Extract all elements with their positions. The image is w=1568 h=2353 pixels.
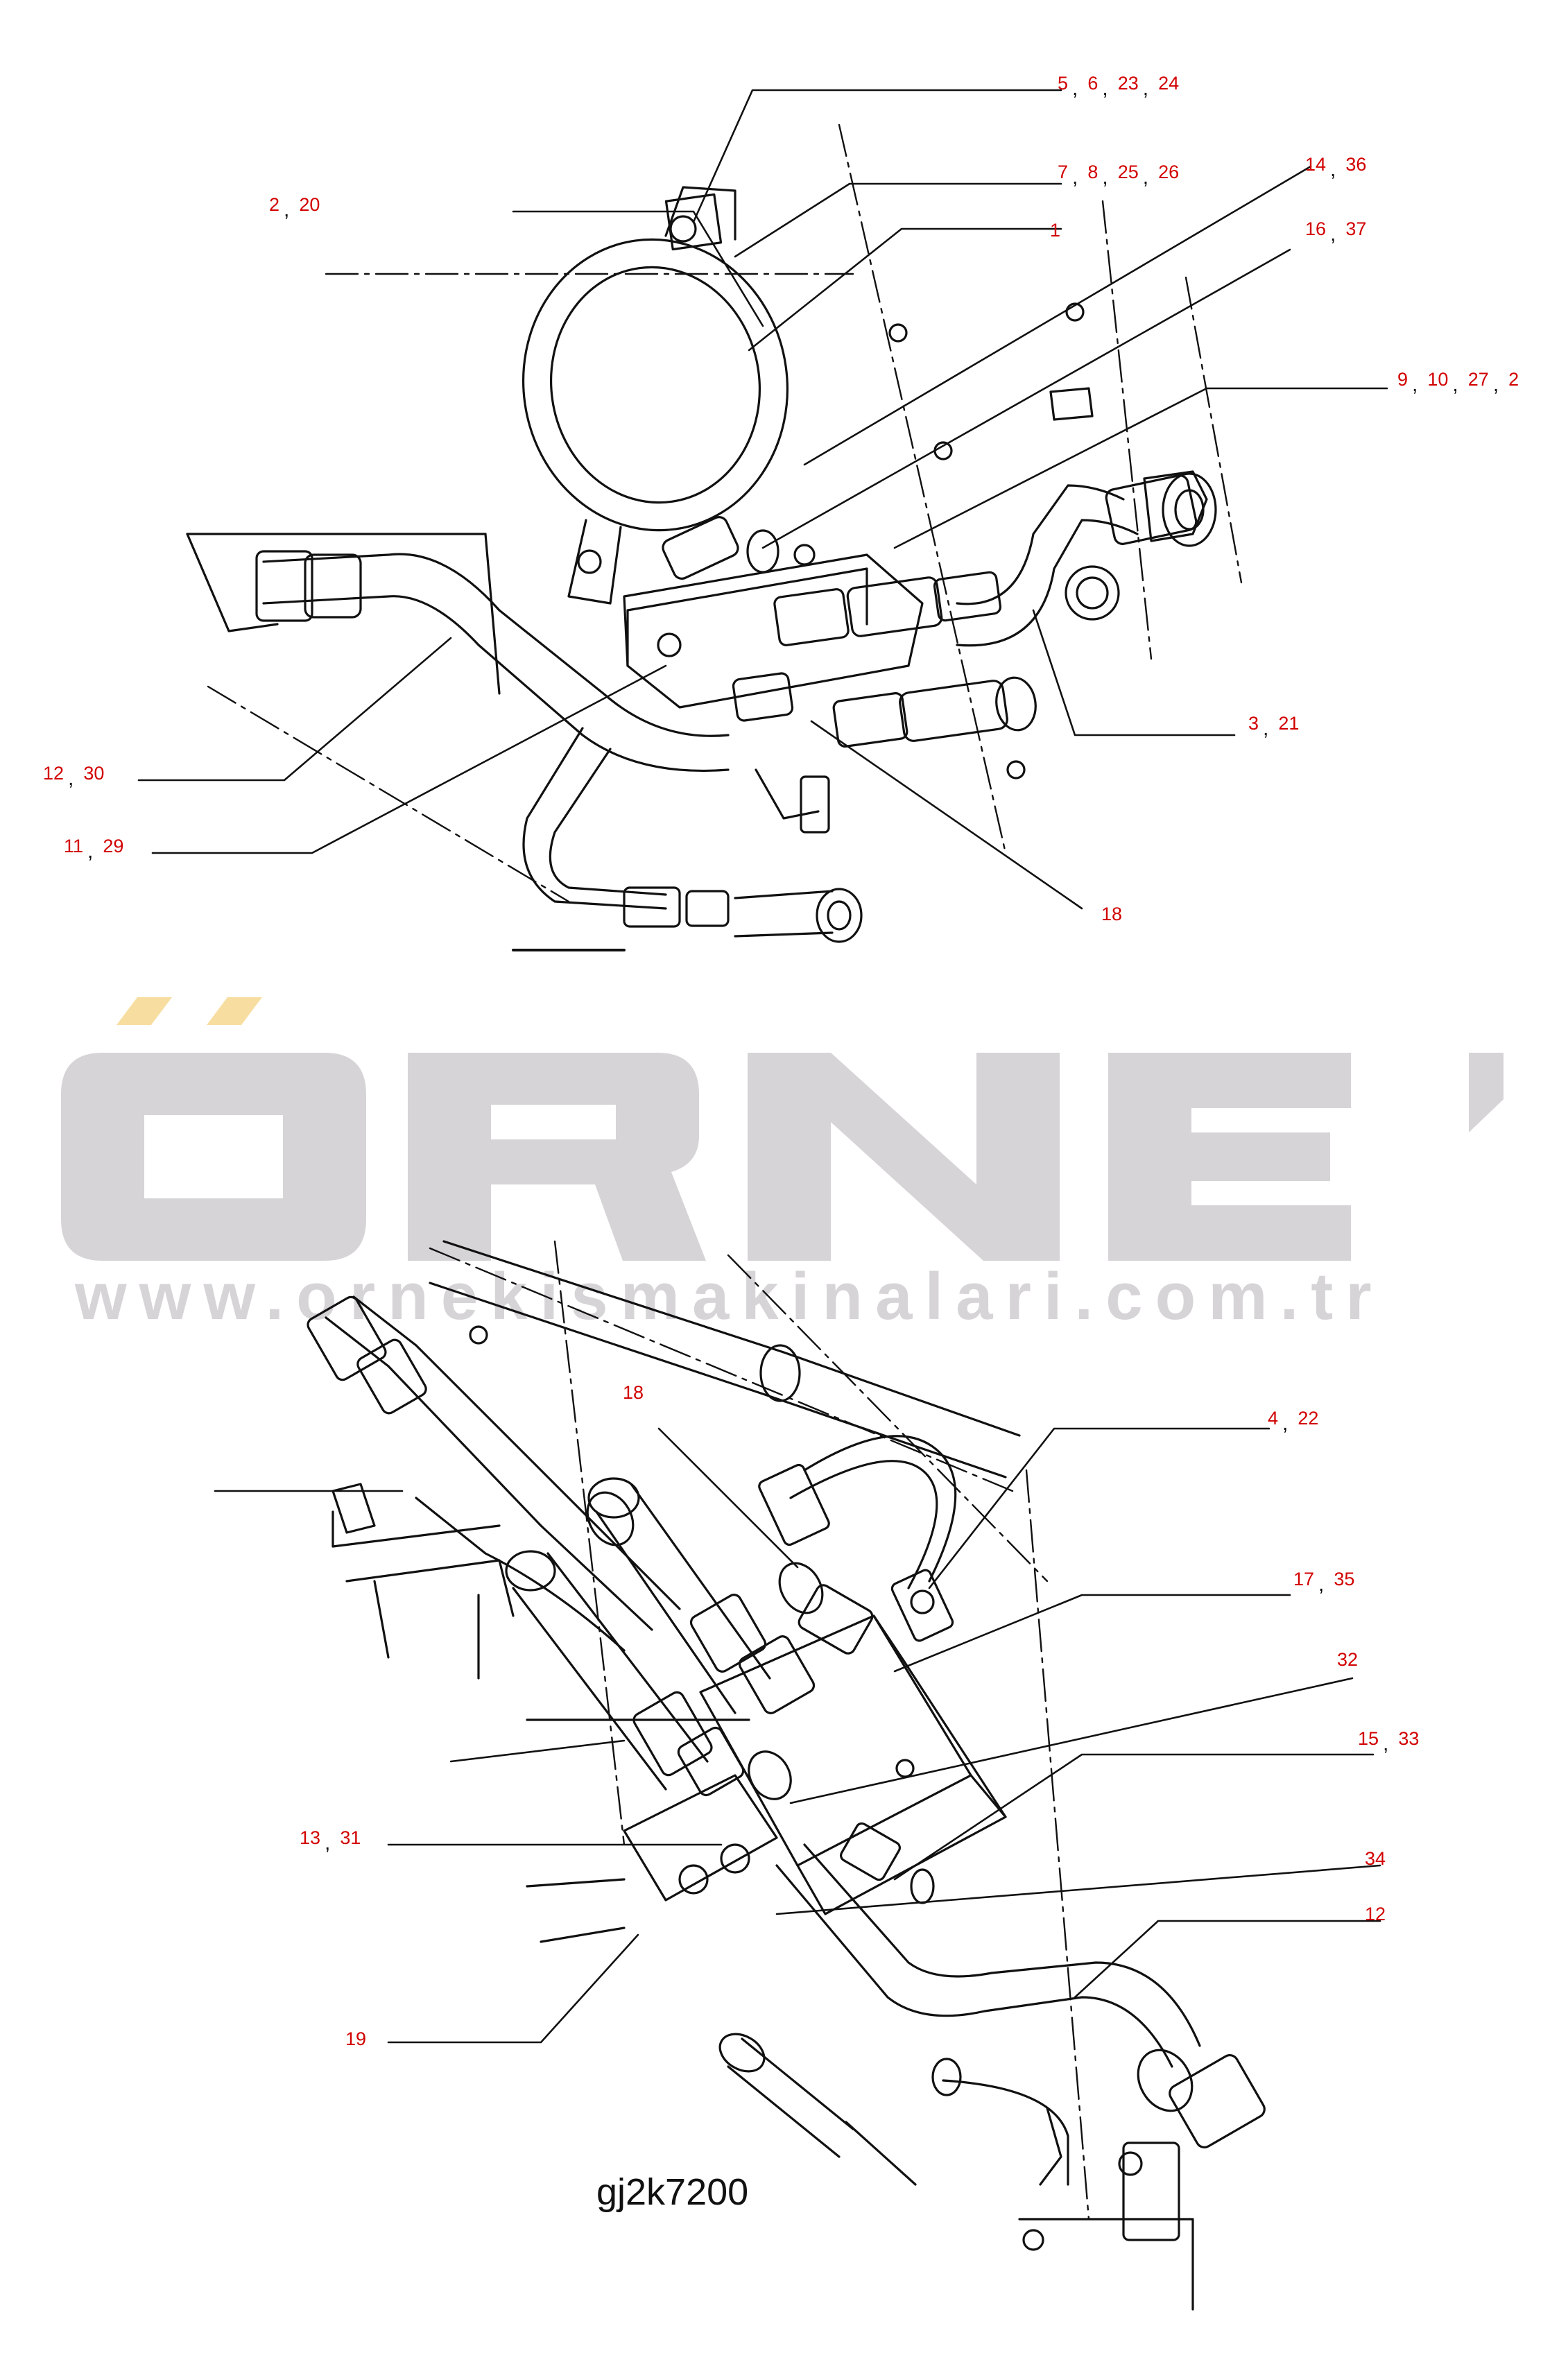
callout-32: 32 — [1337, 1649, 1359, 1670]
watermark-letter-n — [748, 1053, 1060, 1261]
center-lines-top — [207, 123, 1243, 903]
watermark-letter-o — [61, 1053, 366, 1261]
frame-tube-bottom — [429, 1240, 1021, 1479]
callout-18-top: 18 — [1101, 904, 1123, 924]
callout-2-20: 2,20 — [269, 194, 320, 221]
callout-34: 34 — [1365, 1848, 1386, 1869]
watermark-url: www.ornekismakinalari.com.tr — [75, 1259, 1384, 1334]
watermark-letter-k — [1386, 1053, 1504, 1132]
watermark-letter-e — [1108, 1053, 1351, 1261]
callout-5-6-23-24: 5,6,23,24 — [1058, 73, 1180, 100]
umlaut-dot-right — [207, 997, 262, 1025]
callout-14-36: 14,36 — [1305, 154, 1367, 181]
drawing-code: gj2k7200 — [596, 2171, 749, 2213]
hose-clamp-ring — [522, 186, 789, 605]
callout-11-29: 11,29 — [64, 836, 124, 863]
callout-3-21: 3,21 — [1248, 713, 1300, 740]
frame-edges-top — [186, 302, 1085, 951]
bottom-assembly-view — [307, 1240, 1266, 2311]
valve-block-top — [623, 544, 924, 709]
callout-12-30: 12,30 — [43, 763, 105, 790]
lower-hose-top — [522, 727, 863, 943]
callout-15-33: 15,33 — [1358, 1728, 1420, 1755]
center-lines-bottom — [429, 1240, 1090, 2221]
callout-4-22: 4,22 — [1268, 1408, 1319, 1435]
upper-right-tube — [956, 387, 1217, 647]
callout-17-35: 17,35 — [1293, 1569, 1355, 1596]
callout-16-37: 16,37 — [1305, 218, 1367, 245]
fittings-bottom — [623, 1562, 935, 1904]
leader-lines — [137, 89, 1388, 2044]
umlaut-dot-left — [117, 997, 172, 1025]
block-fittings-top — [662, 516, 1037, 748]
frame-edges-bottom — [331, 1325, 750, 1943]
top-assembly-view — [186, 123, 1243, 951]
callout-18-bottom: 18 — [623, 1382, 644, 1403]
callout-19: 19 — [345, 2028, 367, 2049]
tall-tubes-bottom — [505, 1477, 771, 1791]
clamp-bottom — [758, 1435, 957, 1642]
ornek-watermark-logo — [61, 997, 1504, 1261]
left-hose-top — [255, 550, 730, 773]
callout-7-8-25-26: 7,8,25,26 — [1058, 162, 1180, 189]
callout-1: 1 — [1050, 220, 1061, 241]
callout-12-bottom: 12 — [1365, 1904, 1386, 1924]
lower-tube-bottom — [718, 1843, 1266, 2311]
callout-9-10-27-2: 9,10,27,2 — [1397, 369, 1519, 396]
callout-13-31: 13,31 — [300, 1827, 361, 1854]
watermark-letter-r — [408, 1053, 706, 1261]
